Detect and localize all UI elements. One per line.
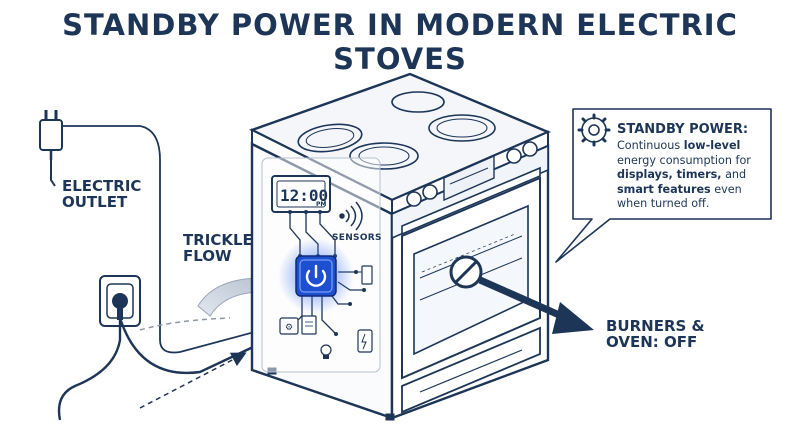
settings-icon: ⚙ bbox=[279, 317, 299, 335]
outlet-cable-top bbox=[62, 125, 263, 354]
clock-time: 12:00 bbox=[280, 186, 328, 205]
svg-text:⚙: ⚙ bbox=[285, 323, 293, 333]
oven-handle bbox=[401, 166, 541, 236]
storage-drawer bbox=[401, 326, 541, 414]
burner-2 bbox=[391, 91, 445, 113]
sensor-icon bbox=[358, 265, 373, 285]
plug-cable bbox=[50, 160, 56, 187]
clock-suffix: PM bbox=[316, 201, 326, 208]
wall-socket-icon bbox=[99, 275, 141, 327]
digital-clock bbox=[271, 175, 331, 213]
callout-box bbox=[555, 108, 772, 263]
trickle-flow-label: TRICKLE FLOW bbox=[183, 231, 253, 266]
callout-body: Continuous low-level energy consumption … bbox=[617, 139, 751, 211]
burner-4 bbox=[349, 142, 419, 170]
socket-cable-main bbox=[118, 317, 269, 375]
callout-title: STANDBY POWER: bbox=[617, 122, 749, 137]
sensors-label: SENSORS bbox=[332, 233, 382, 243]
knob-1 bbox=[406, 191, 422, 207]
burner-3 bbox=[428, 114, 496, 142]
burners-oven-off-label: BURNERS & OVEN: OFF bbox=[606, 317, 705, 352]
knob-3 bbox=[506, 148, 522, 164]
knob-4 bbox=[522, 141, 538, 157]
socket-cable bbox=[57, 320, 122, 421]
page-title: STANDBY POWER IN MODERN ELECTRIC STOVES bbox=[62, 8, 738, 76]
plug-icon bbox=[39, 110, 63, 160]
knob-2 bbox=[422, 184, 438, 200]
battery-icon bbox=[357, 329, 373, 353]
trickle-dashed-line-2 bbox=[139, 352, 247, 409]
wifi-signal-icon bbox=[339, 201, 363, 231]
gear-icon bbox=[577, 113, 611, 147]
document-icon bbox=[301, 315, 317, 335]
front-display bbox=[443, 154, 495, 202]
bulb-icon bbox=[320, 344, 332, 359]
burner-1 bbox=[297, 123, 363, 153]
trickle-dashed-line-1 bbox=[139, 317, 231, 331]
electric-outlet-label: ELECTRIC OUTLET bbox=[62, 177, 142, 212]
prohibited-icon bbox=[449, 255, 483, 289]
off-arrow bbox=[478, 276, 594, 334]
power-icon bbox=[295, 255, 337, 297]
